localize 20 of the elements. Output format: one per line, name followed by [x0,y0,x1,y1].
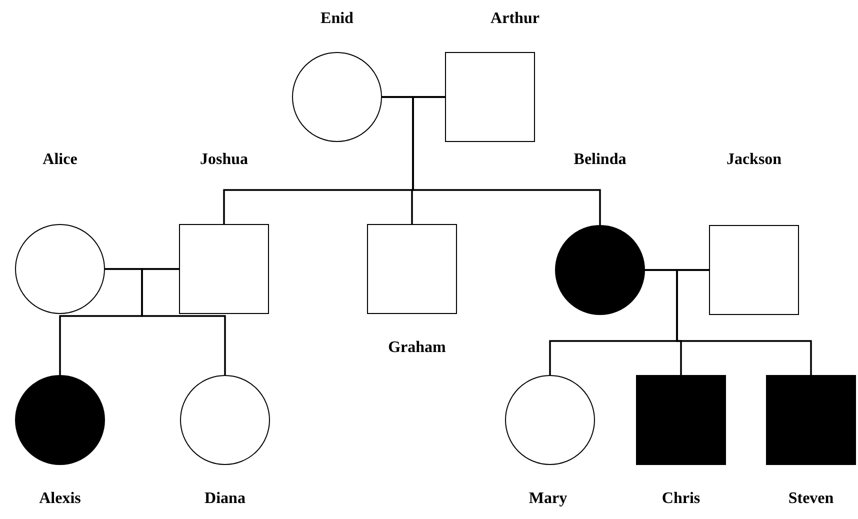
male-square [367,224,457,314]
person-name: Diana [204,490,246,508]
affected-male-square [636,375,726,465]
person-name: Steven [788,490,834,508]
male-square [445,52,535,142]
person-name: Joshua [200,151,248,169]
person-name: Alexis [39,490,81,508]
person-name: Jackson [726,151,782,169]
male-square [179,224,269,314]
person-name: Graham [388,339,446,357]
pedigree-line [141,268,226,375]
person-name: Chris [662,490,700,508]
person-name: Arthur [490,10,540,28]
person-name: Belinda [574,151,626,169]
male-square [709,225,799,315]
affected-male-square [766,375,856,465]
pedigree-line [676,269,812,375]
person-name: Enid [320,10,354,28]
person-name: Mary [528,490,568,508]
person-name: Alice [42,151,78,169]
